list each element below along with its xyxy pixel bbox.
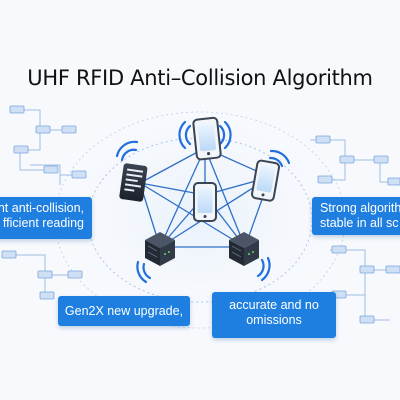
callout-right-line-2: stable in all sc <box>320 216 399 230</box>
callout-strong-algorithm: Strong algorithm stable in all sc <box>312 197 400 235</box>
server-icon <box>229 232 259 266</box>
callout-bottom-left-text: Gen2X new upgrade, <box>64 304 184 318</box>
fixed-reader-icon <box>119 163 148 202</box>
handheld-reader-icon <box>192 116 222 161</box>
signal-wave-icon <box>115 120 291 284</box>
background-flowchart-left-nodes <box>1 105 87 300</box>
callout-left-line-2: fficient reading <box>2 216 84 230</box>
diagram-title: UHF RFID Anti–Collision Algorithm <box>27 66 373 90</box>
server-icon <box>145 232 175 266</box>
callout-bottom-right-line-2: omissions <box>246 313 302 327</box>
callout-anti-collision: nt anti-collision, fficient reading <box>0 197 92 239</box>
callout-left-line-1: nt anti-collision, <box>0 201 84 215</box>
callout-bottom-right-line-1: accurate and no <box>229 298 319 312</box>
phone-reader-icon <box>251 159 281 202</box>
callout-accurate: accurate and no omissions <box>212 292 336 338</box>
callout-gen2x-upgrade: Gen2X new upgrade, <box>58 296 190 326</box>
callout-right-line-1: Strong algorithm <box>320 201 400 215</box>
phone-reader-icon <box>193 182 217 222</box>
